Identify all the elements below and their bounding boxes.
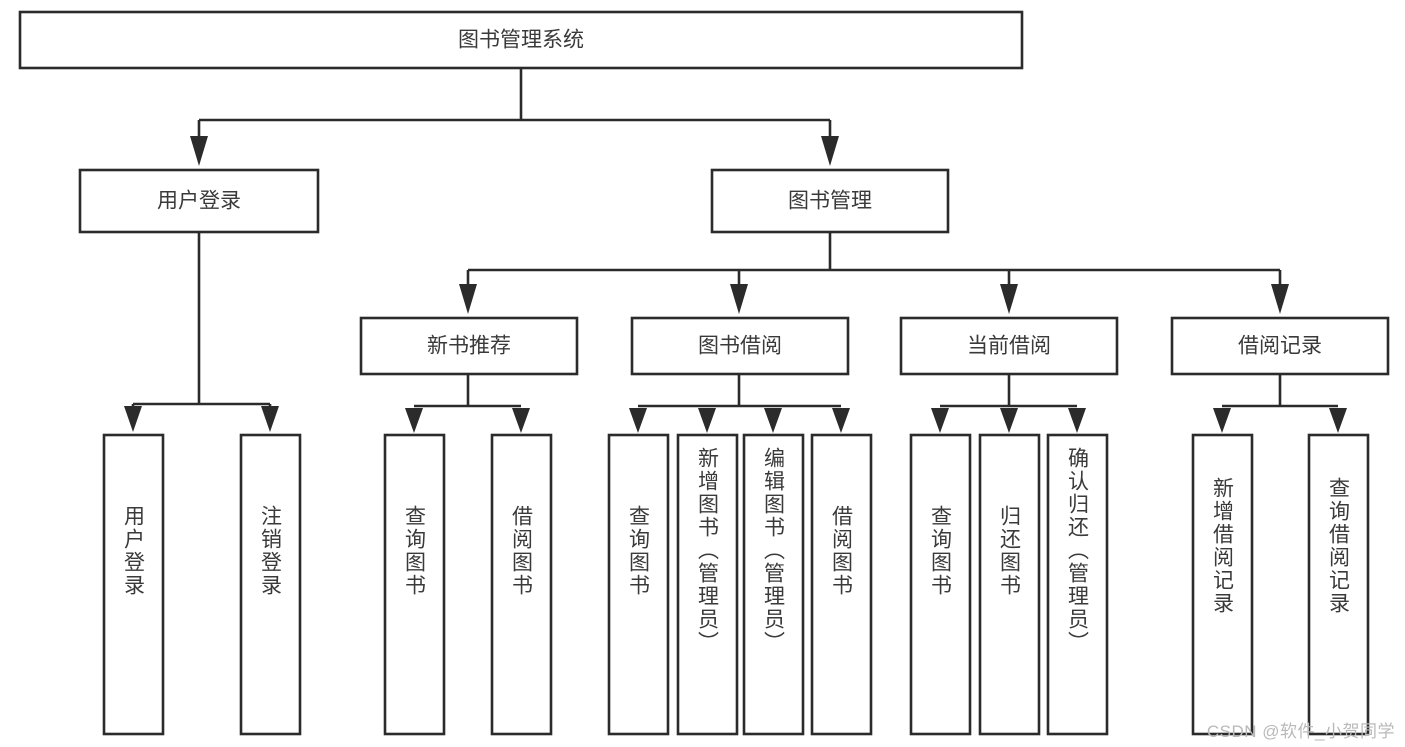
arrow-head-leaf-add-record	[1213, 408, 1231, 433]
node-leaf-user-logout[interactable]: 注销登录	[239, 433, 302, 736]
node-leaf-user-login-box[interactable]	[102, 433, 165, 736]
node-book-manage-label: 图书管理	[788, 190, 872, 213]
connectors-current-borrow-to-leaves	[931, 374, 1086, 433]
node-leaf-query-book-2-box[interactable]	[607, 433, 670, 736]
node-leaf-confirm-return-label: 确认归还（管理员）	[1066, 447, 1090, 654]
node-leaf-add-book-label: 新增图书（管理员）	[696, 447, 720, 654]
node-leaf-add-record[interactable]: 新增借阅记录	[1191, 433, 1254, 736]
node-root[interactable]: 图书管理系统	[18, 10, 1024, 70]
node-user-login[interactable]: 用户登录	[78, 168, 320, 234]
node-new-book-recommend-box[interactable]	[359, 316, 579, 376]
arrow-head-current-borrow	[1000, 284, 1018, 314]
node-leaf-edit-book-box[interactable]	[742, 433, 805, 736]
node-leaf-query-record-label: 查询借阅记录	[1327, 477, 1351, 615]
node-leaf-query-book-3-label: 查询图书	[929, 505, 953, 597]
node-current-borrow-label: 当前借阅	[967, 335, 1051, 358]
node-leaf-query-book-2[interactable]: 查询图书	[607, 433, 670, 736]
arrow-head-leaf-query-book-3	[931, 408, 949, 433]
node-leaf-query-book-1[interactable]: 查询图书	[383, 433, 446, 736]
arrow-head-leaf-borrow-book-2	[832, 408, 850, 433]
connectors-new-book-recommend-to-leaves	[405, 374, 530, 433]
node-new-book-recommend-label: 新书推荐	[427, 335, 511, 358]
node-book-manage-box[interactable]	[710, 168, 950, 234]
arrow-head-leaf-user-logout	[261, 406, 279, 432]
arrow-head-leaf-user-login	[124, 406, 142, 432]
node-new-book-recommend[interactable]: 新书推荐	[359, 316, 579, 376]
node-leaf-user-logout-box[interactable]	[239, 433, 302, 736]
node-book-borrow-label: 图书借阅	[698, 335, 782, 358]
node-leaf-add-record-box[interactable]	[1191, 433, 1254, 736]
node-leaf-return-book-label: 归还图书	[998, 505, 1022, 597]
connectors-user-login-to-leaves	[124, 232, 279, 432]
connectors-borrow-record-to-leaves	[1213, 374, 1347, 433]
node-root-box[interactable]	[18, 10, 1024, 70]
node-borrow-record[interactable]: 借阅记录	[1170, 316, 1390, 376]
node-current-borrow[interactable]: 当前借阅	[899, 316, 1119, 376]
node-current-borrow-box[interactable]	[899, 316, 1119, 376]
connectors-book-borrow-to-leaves	[629, 374, 850, 433]
node-leaf-borrow-book-2-label: 借阅图书	[830, 505, 854, 597]
arrow-head-borrow-record	[1271, 284, 1289, 314]
node-leaf-confirm-return[interactable]: 确认归还（管理员）	[1046, 433, 1109, 736]
node-leaf-query-record[interactable]: 查询借阅记录	[1307, 433, 1370, 736]
node-leaf-return-book-box[interactable]	[978, 433, 1041, 736]
node-leaf-borrow-book-2-box[interactable]	[810, 433, 873, 736]
node-leaf-return-book[interactable]: 归还图书	[978, 433, 1041, 736]
arrow-head-leaf-query-book-1	[405, 408, 423, 433]
node-leaf-query-record-box[interactable]	[1307, 433, 1370, 736]
node-leaf-user-logout-label: 注销登录	[259, 505, 283, 597]
node-leaf-add-book[interactable]: 新增图书（管理员）	[676, 433, 739, 736]
node-borrow-record-label: 借阅记录	[1238, 335, 1322, 358]
arrow-head-user-login	[190, 136, 208, 166]
arrow-head-new-book-recommend	[459, 284, 477, 314]
node-book-manage[interactable]: 图书管理	[710, 168, 950, 234]
node-user-login-label: 用户登录	[157, 190, 241, 213]
node-leaf-query-book-1-label: 查询图书	[403, 505, 427, 597]
arrow-head-leaf-add-book	[698, 408, 716, 433]
node-leaf-borrow-book-1[interactable]: 借阅图书	[490, 433, 553, 736]
node-leaf-query-book-3-box[interactable]	[909, 433, 972, 736]
node-leaf-add-record-label: 新增借阅记录	[1211, 477, 1235, 615]
csdn-watermark: CSDN @软件_小贺同学	[1206, 722, 1395, 741]
node-leaf-edit-book[interactable]: 编辑图书（管理员）	[742, 433, 805, 736]
arrow-head-book-borrow	[730, 284, 748, 314]
node-leaf-query-book-3[interactable]: 查询图书	[909, 433, 972, 736]
node-book-borrow-box[interactable]	[630, 316, 850, 376]
node-leaf-user-login-label: 用户登录	[122, 505, 146, 597]
node-leaf-query-book-1-box[interactable]	[383, 433, 446, 736]
arrow-head-leaf-borrow-book-1	[512, 408, 530, 433]
node-book-borrow[interactable]: 图书借阅	[630, 316, 850, 376]
connectors-root-to-level2	[190, 68, 839, 166]
arrow-head-leaf-query-book-2	[629, 408, 647, 433]
node-borrow-record-box[interactable]	[1170, 316, 1390, 376]
arrow-head-leaf-return-book	[1000, 408, 1018, 433]
node-leaf-confirm-return-box[interactable]	[1046, 433, 1109, 736]
node-leaf-user-login[interactable]: 用户登录	[102, 433, 165, 736]
arrow-head-leaf-confirm-return	[1068, 408, 1086, 433]
node-user-login-box[interactable]	[78, 168, 320, 234]
node-leaf-add-book-box[interactable]	[676, 433, 739, 736]
node-leaf-borrow-book-2[interactable]: 借阅图书	[810, 433, 873, 736]
node-leaf-borrow-book-1-box[interactable]	[490, 433, 553, 736]
arrow-head-leaf-query-record	[1329, 408, 1347, 433]
arrow-head-leaf-edit-book	[764, 408, 782, 433]
node-leaf-edit-book-label: 编辑图书（管理员）	[762, 447, 786, 654]
arrow-head-book-manage	[821, 136, 839, 166]
connectors-book-manage-to-level3	[459, 232, 1289, 314]
node-leaf-borrow-book-1-label: 借阅图书	[510, 505, 534, 597]
node-root-label: 图书管理系统	[458, 29, 584, 52]
node-leaf-query-book-2-label: 查询图书	[627, 505, 651, 597]
